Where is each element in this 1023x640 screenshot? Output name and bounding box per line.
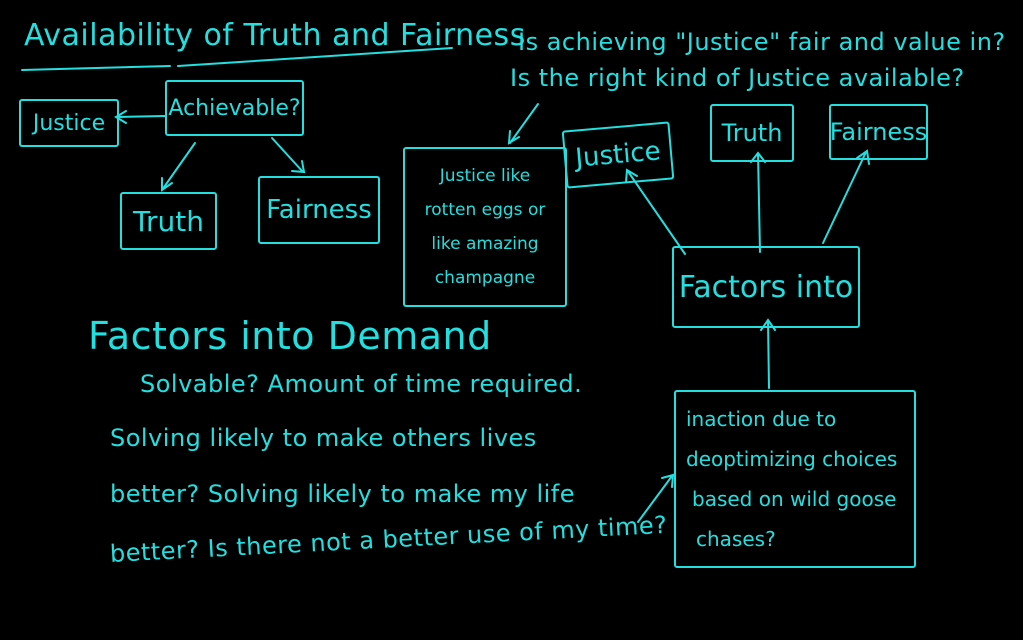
truth-box-right: Truth (710, 104, 794, 162)
question-line-1: Is achieving "Justice" fair and value in… (518, 28, 1006, 56)
justice-box: Justice (19, 99, 119, 147)
inaction-line: deoptimizing choices (686, 447, 898, 471)
title-underline (177, 47, 453, 67)
inaction-line: chases? (696, 527, 776, 551)
arrow-to-fairness-right (822, 149, 870, 244)
arrow-to-truth (161, 142, 196, 192)
demand-line: Solving likely to make others lives (110, 424, 537, 452)
arrow-demand-to-inaction (637, 473, 675, 523)
arrow-to-fairness (271, 137, 306, 174)
inaction-line: based on wild goose (692, 487, 897, 511)
question-line-2: Is the right kind of Justice available? (510, 64, 965, 92)
fairness-box-right: Fairness (829, 104, 928, 160)
note-box: Justice like rotten eggs or like amazing… (403, 147, 567, 307)
arrow-to-justice-right (625, 168, 686, 255)
note-line: Justice like (439, 166, 531, 186)
title-underline (21, 65, 171, 71)
achievable-box: Achievable? (165, 80, 304, 136)
inaction-box: inaction due to deoptimizing choices bas… (674, 390, 916, 568)
demand-line: Solvable? Amount of time required. (140, 370, 583, 398)
fairness-box: Fairness (258, 176, 380, 244)
arrow-to-truth-right (750, 151, 766, 253)
demand-heading: Factors into Demand (88, 314, 492, 358)
note-line: champagne (434, 268, 536, 288)
factors-into-box: Factors into (672, 246, 860, 328)
demand-line: better? Solving likely to make my life (110, 480, 576, 508)
arrow-to-note (507, 103, 539, 145)
inaction-line: inaction due to (686, 407, 837, 431)
justice-box-right: Justice (561, 121, 675, 189)
page-title: Availability of Truth and Fairness (24, 18, 526, 53)
arrow-to-justice (114, 110, 166, 124)
arrow-to-factors (760, 318, 776, 389)
note-line: rotten eggs or (424, 200, 546, 220)
truth-box: Truth (120, 192, 217, 250)
note-line: like amazing (431, 234, 539, 254)
